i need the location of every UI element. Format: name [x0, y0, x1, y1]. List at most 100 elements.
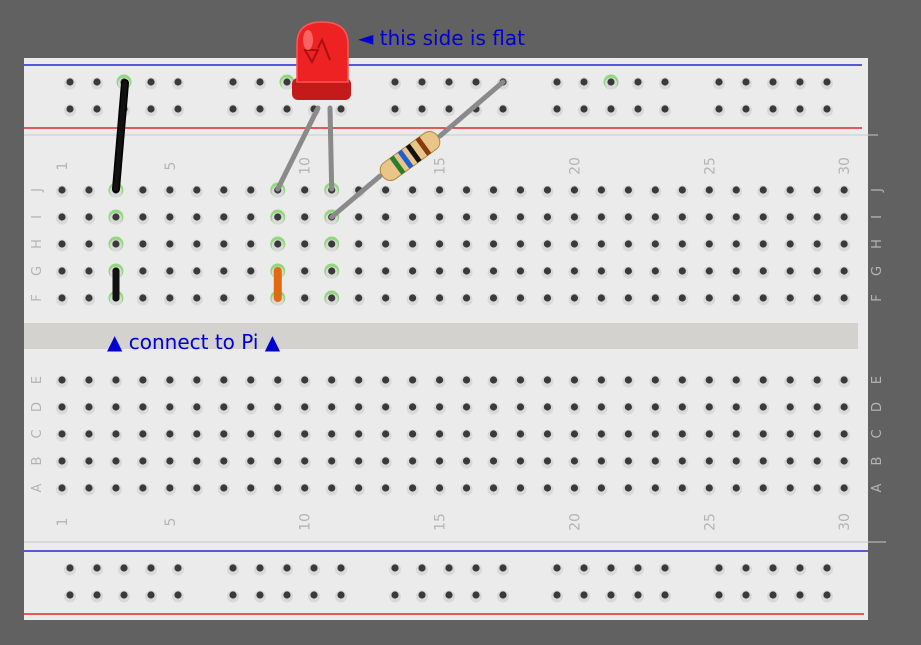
hole-J30 — [840, 186, 848, 194]
top-rail-hole — [229, 78, 237, 86]
hole-C10 — [301, 430, 309, 438]
hole-A23 — [651, 484, 659, 492]
hole-B3 — [112, 457, 120, 465]
hole-F27 — [759, 294, 767, 302]
bottom-rail-hole — [229, 591, 237, 599]
hole-I23 — [651, 213, 659, 221]
hole-A25 — [705, 484, 713, 492]
column-number-top: 20 — [567, 157, 583, 175]
hole-J25 — [705, 186, 713, 194]
row-letter: F — [870, 294, 885, 301]
hole-J15 — [435, 186, 444, 194]
hole-B14 — [409, 457, 417, 465]
hole-E22 — [624, 376, 632, 384]
bottom-rail-hole — [66, 591, 74, 599]
bottom-rail-hole — [472, 564, 480, 572]
top-rail-hole — [553, 78, 561, 86]
hole-G5 — [166, 267, 174, 275]
hole-E3 — [112, 376, 120, 384]
top-rail-hole — [661, 105, 669, 113]
hole-I27 — [759, 213, 767, 221]
hole-C14 — [409, 430, 417, 438]
hole-D28 — [786, 403, 794, 411]
hole-B26 — [732, 457, 740, 465]
hole-C27 — [759, 430, 767, 438]
hole-A19 — [543, 484, 552, 492]
hole-I3 — [112, 213, 120, 221]
hole-D13 — [382, 403, 390, 411]
row-letter: C — [30, 429, 45, 438]
row-letter: D — [30, 402, 45, 412]
hole-B1 — [58, 457, 66, 465]
hole-C7 — [220, 430, 228, 438]
hole-B30 — [840, 457, 848, 465]
row-letter: J — [870, 188, 885, 193]
hole-B5 — [166, 457, 174, 465]
top-rail-hole — [472, 78, 480, 86]
hole-H26 — [732, 240, 740, 248]
bottom-rail-hole — [418, 564, 426, 572]
row-letter: G — [870, 266, 885, 276]
hole-D5 — [166, 403, 174, 411]
hole-I17 — [489, 213, 498, 221]
bottom-rail-hole — [715, 591, 723, 599]
hole-G2 — [85, 267, 93, 275]
hole-E12 — [355, 376, 363, 384]
hole-C8 — [247, 430, 255, 438]
top-rail-hole — [715, 105, 723, 113]
hole-F12 — [355, 294, 363, 302]
hole-B29 — [813, 457, 821, 465]
column-number-top: 5 — [163, 162, 179, 171]
hole-A24 — [678, 484, 686, 492]
hole-I6 — [193, 213, 201, 221]
led-outline — [296, 21, 349, 83]
row-letter: B — [870, 457, 885, 466]
bottom-rail-hole — [823, 564, 831, 572]
row-letter: G — [30, 266, 45, 276]
hole-D30 — [840, 403, 848, 411]
hole-F19 — [543, 294, 552, 302]
hole-C11 — [328, 430, 336, 438]
led-anode-leg — [327, 105, 335, 192]
hole-B24 — [678, 457, 686, 465]
hole-H21 — [597, 240, 606, 248]
hole-I19 — [543, 213, 552, 221]
hole-D25 — [705, 403, 713, 411]
hole-C3 — [112, 430, 120, 438]
hole-E18 — [516, 376, 525, 384]
hole-G19 — [543, 267, 552, 275]
hole-H8 — [247, 240, 255, 248]
hole-J29 — [813, 186, 821, 194]
hole-I20 — [570, 213, 579, 221]
hole-J14 — [409, 186, 417, 194]
hole-E5 — [166, 376, 174, 384]
row-letter: A — [870, 483, 885, 492]
column-number-top: 15 — [433, 157, 449, 175]
bottom-rail-hole — [499, 564, 507, 572]
bottom-rail-hole — [283, 564, 291, 572]
hole-I8 — [247, 213, 255, 221]
hole-J28 — [786, 186, 794, 194]
hole-F25 — [705, 294, 713, 302]
bottom-rail-hole — [93, 564, 101, 572]
hole-B7 — [220, 457, 228, 465]
bottom-rail-hole — [391, 591, 399, 599]
top-rail-hole — [823, 105, 831, 113]
hole-D3 — [112, 403, 120, 411]
flat-side-annotation: ◄ this side is flat — [358, 26, 525, 50]
top-rail-hole — [445, 78, 453, 86]
hole-H5 — [166, 240, 174, 248]
hole-A20 — [570, 484, 579, 492]
hole-H28 — [786, 240, 794, 248]
bottom-rail-hole — [499, 591, 507, 599]
bottom-rail-hole — [769, 591, 777, 599]
top-rail-hole — [607, 78, 615, 86]
top-rail-hole — [715, 78, 723, 86]
hole-F8 — [247, 294, 255, 302]
hole-J27 — [759, 186, 767, 194]
hole-A14 — [409, 484, 417, 492]
hole-A13 — [382, 484, 390, 492]
bottom-rail-hole — [337, 591, 345, 599]
